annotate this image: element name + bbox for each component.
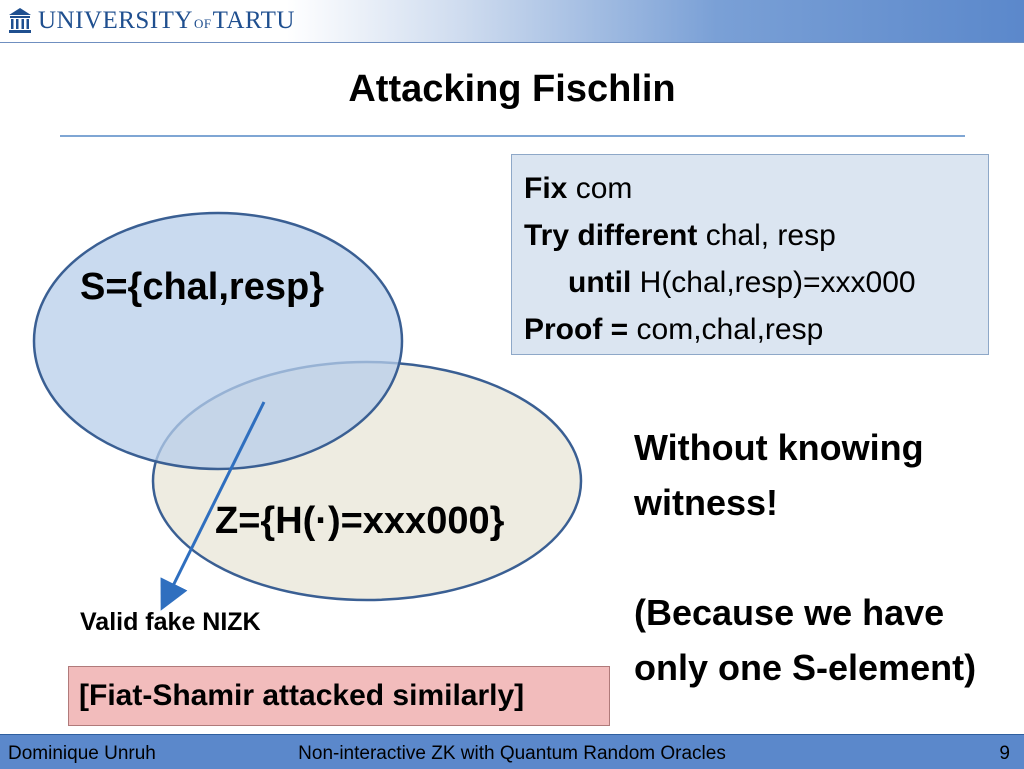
keyword-fix: Fix [524,172,568,205]
footer-page-number: 9 [999,743,1010,764]
university-logo: UNIVERSITYOFTARTU [8,6,295,36]
algorithm-text-com: com [567,172,633,205]
footer-talk-title: Non-interactive ZK with Quantum Random O… [298,743,726,764]
algorithm-line-proof: Proof = com,chal,resp [524,306,988,353]
algorithm-line-fix: Fix com [524,165,988,212]
set-s-label: S={chal,resp} [80,266,324,308]
logo-text-university: UNIVERSITY [38,7,193,34]
logo-text-of: OF [194,16,212,31]
algorithm-text-chal-resp: chal, resp [697,219,836,252]
set-s-ellipse [32,211,404,471]
remark-spacer [634,530,976,585]
slide-title: Attacking Fischlin [348,68,676,110]
header-band [0,0,1024,43]
algorithm-box: Fix com Try different chal, resp until H… [511,154,989,355]
fake-nizk-arrow [160,401,266,611]
footer-bar: Non-interactive ZK with Quantum Random O… [0,734,1024,769]
remark-line-4: only one S-element) [634,647,977,688]
keyword-try-different: Try different [524,219,698,252]
remark-line-1: Without knowing [634,427,924,468]
title-divider [60,135,965,137]
remark-line-3: (Because we have [634,592,945,633]
footer-author: Dominique Unruh [8,743,156,764]
arrow-label: Valid fake NIZK [80,608,261,636]
logo-wordmark: UNIVERSITYOFTARTU [38,7,295,35]
algorithm-line-try: Try different chal, resp [524,212,988,259]
keyword-until: until [568,266,632,299]
venn-diagram [32,211,583,611]
algorithm-text-proof: com,chal,resp [628,313,824,346]
university-building-icon [9,8,31,33]
keyword-proof: Proof = [524,313,629,346]
set-z-label: Z={H(·)=xxx000} [215,500,505,542]
remarks-text: Without knowing witness! (Because we hav… [634,420,976,695]
fiat-shamir-note: [Fiat-Shamir attacked similarly] [68,666,610,726]
logo-text-tartu: TARTU [212,7,295,34]
algorithm-line-until: until H(chal,resp)=xxx000 [524,259,988,306]
algorithm-text-hash: H(chal,resp)=xxx000 [631,266,916,299]
remark-line-2: witness! [634,482,779,523]
